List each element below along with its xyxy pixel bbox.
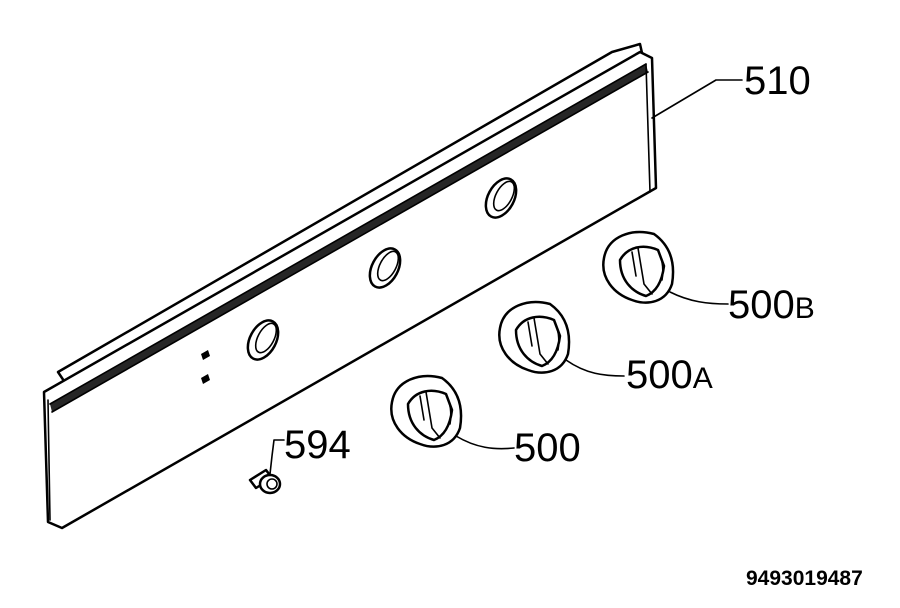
label-500b: 500B [728,283,815,327]
knob-hole-2 [368,247,402,289]
knob-hole-3 [484,177,518,219]
indicator-marks [201,350,210,384]
label-500b-suffix: B [795,292,815,325]
knob-500b [602,230,675,304]
knob-hole-1 [246,319,280,361]
knob-500 [390,374,463,448]
leader-lines [269,79,743,475]
label-500a-suffix: A [693,362,713,395]
label-594: 594 [284,423,351,467]
screw-594 [248,468,282,495]
label-500a-base: 500 [626,353,693,397]
label-500a: 500A [626,353,713,397]
label-500: 500 [514,426,581,470]
drawing-number: 9493019487 [746,567,863,590]
label-510: 510 [744,59,811,103]
knob-500a [498,300,571,374]
control-panel [42,42,658,530]
label-500b-base: 500 [728,283,795,327]
